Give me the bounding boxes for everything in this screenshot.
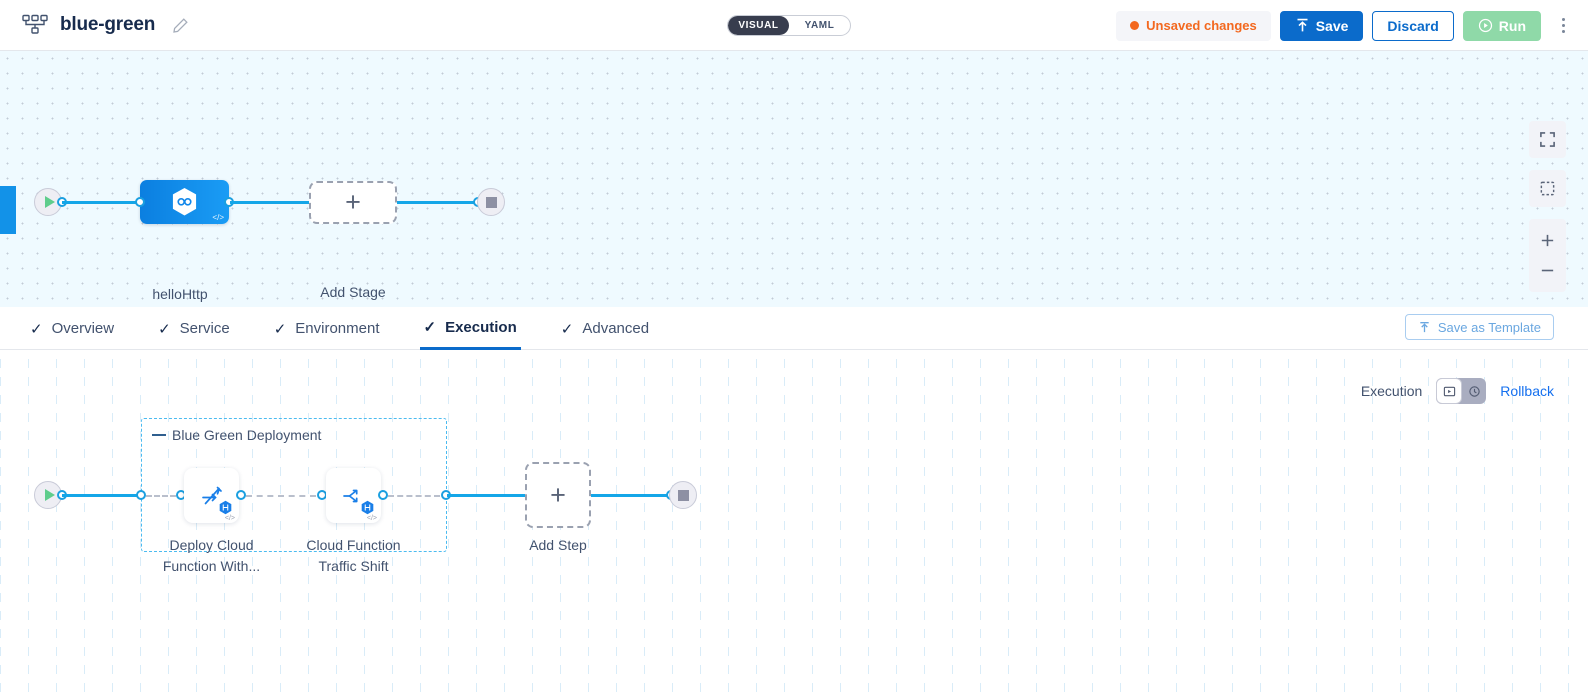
status-badge-unsaved: Unsaved changes xyxy=(1116,10,1271,41)
execution-label: Execution xyxy=(1360,383,1423,399)
canvas-left-edge-marker xyxy=(0,186,16,234)
step-group-label: Blue Green Deployment xyxy=(152,427,321,443)
step-group-blue-green[interactable] xyxy=(141,418,447,552)
upload-icon xyxy=(1297,18,1308,32)
tab-overview[interactable]: ✓ Overview xyxy=(26,307,118,350)
step-group-label-text: Blue Green Deployment xyxy=(172,427,322,443)
stage-canvas[interactable]: </> helloHttp + Add Stage xyxy=(0,51,1588,307)
tab-service-label: Service xyxy=(179,320,230,337)
execution-view-controls: Execution Rollback xyxy=(1361,378,1554,404)
rollback-view-icon[interactable] xyxy=(1462,378,1486,404)
edge-step1-to-step2 xyxy=(246,495,316,497)
template-upload-icon xyxy=(1420,321,1429,332)
stage-end-node[interactable] xyxy=(477,188,505,216)
edge-start-to-group xyxy=(62,494,142,497)
play-circle-icon xyxy=(1478,18,1492,33)
add-step-label: Add Step xyxy=(529,537,587,553)
rollback-link[interactable]: Rollback xyxy=(1500,383,1554,399)
step2-out-port[interactable] xyxy=(378,490,388,500)
canvas-controls xyxy=(1529,121,1566,304)
stop-square-icon xyxy=(485,196,497,208)
stage-node-in-port[interactable] xyxy=(135,197,145,207)
check-icon: ✓ xyxy=(30,320,43,338)
tab-environment[interactable]: ✓ Environment xyxy=(270,307,384,350)
step-node-traffic-shift[interactable]: </> xyxy=(326,468,381,523)
unsaved-dot-icon xyxy=(1130,21,1140,30)
play-triangle-icon xyxy=(44,489,55,501)
group-in-port[interactable] xyxy=(136,490,146,500)
step-node-deploy-cloud-function[interactable]: </> xyxy=(184,468,239,523)
plus-icon: + xyxy=(345,187,361,217)
stage-node-label: helloHttp xyxy=(152,286,208,302)
discard-button-label: Discard xyxy=(1387,17,1439,34)
toggle-option-yaml[interactable]: YAML xyxy=(804,20,835,31)
fit-to-screen-icon[interactable] xyxy=(1529,170,1566,207)
tab-overview-label: Overview xyxy=(51,320,115,337)
step1-out-port[interactable] xyxy=(236,490,246,500)
hexagon-link-icon xyxy=(172,188,197,216)
edge-start-to-stage xyxy=(62,201,144,204)
deploy-function-icon xyxy=(201,486,222,504)
edge-addstage-to-end xyxy=(397,201,480,204)
pencil-icon[interactable] xyxy=(172,17,189,34)
add-stage-label: Add Stage xyxy=(320,284,386,300)
save-button-label: Save xyxy=(1315,17,1349,34)
tab-service[interactable]: ✓ Service xyxy=(154,307,234,350)
step-node-label-1: Deploy Cloud Function With... xyxy=(162,537,261,574)
execution-canvas[interactable]: Execution Rollback xyxy=(0,350,1588,699)
section-tab-bar: ✓ Overview ✓ Service ✓ Environment ✓ Exe… xyxy=(0,307,1588,350)
zoom-controls[interactable] xyxy=(1529,219,1566,292)
check-icon: ✓ xyxy=(273,320,287,338)
stop-square-icon xyxy=(677,489,689,501)
zoom-in-icon xyxy=(1541,234,1554,246)
edge-group-to-addstep xyxy=(447,494,526,497)
edge-step2-to-groupout xyxy=(388,495,440,497)
page-title: blue-green xyxy=(60,14,156,35)
toggle-option-visual[interactable]: VISUAL xyxy=(728,16,789,35)
header-left-group: blue-green xyxy=(0,14,189,36)
discard-button[interactable]: Discard xyxy=(1372,10,1454,41)
step-type-tag: </> xyxy=(224,515,235,522)
step-node-label-2: Cloud Function Traffic Shift xyxy=(306,537,401,574)
traffic-shift-icon xyxy=(342,489,358,502)
run-button-label: Run xyxy=(1498,17,1526,34)
tab-advanced[interactable]: ✓ Advanced xyxy=(557,307,653,350)
group-collapse-dash-icon[interactable] xyxy=(152,433,166,437)
stage-node-hellohttp[interactable]: </> xyxy=(140,180,229,224)
edge-group-to-step1 xyxy=(146,495,176,497)
save-as-template-label: Save as Template xyxy=(1437,319,1541,335)
check-icon: ✓ xyxy=(423,319,437,336)
check-icon: ✓ xyxy=(560,320,574,338)
fullscreen-icon[interactable] xyxy=(1529,121,1566,158)
pipeline-nodes-icon xyxy=(22,14,48,36)
zoom-out-icon xyxy=(1541,269,1554,272)
add-stage-button[interactable]: + xyxy=(309,181,397,224)
save-as-template-button[interactable]: Save as Template xyxy=(1404,314,1554,340)
plus-icon: + xyxy=(550,479,566,510)
execution-view-icon[interactable] xyxy=(1436,378,1463,404)
tab-execution-label: Execution xyxy=(445,318,517,336)
run-button[interactable]: Run xyxy=(1462,10,1541,41)
play-triangle-icon xyxy=(44,196,55,208)
check-icon: ✓ xyxy=(158,320,171,338)
save-button[interactable]: Save xyxy=(1279,10,1364,41)
add-step-button[interactable]: + xyxy=(525,462,591,528)
app-header: blue-green VISUAL YAML Unsaved changes S… xyxy=(0,0,1588,51)
view-mode-toggle[interactable]: VISUAL YAML xyxy=(727,15,851,36)
tab-environment-label: Environment xyxy=(295,320,380,337)
harness-badge xyxy=(361,500,374,515)
edge-addstep-to-end xyxy=(591,494,673,497)
execution-end-node[interactable] xyxy=(669,481,697,509)
tab-execution[interactable]: ✓ Execution xyxy=(419,307,521,350)
header-actions: Unsaved changes Save Discard Run xyxy=(1116,0,1574,51)
edge-stage-to-addstage xyxy=(230,201,310,204)
harness-badge xyxy=(219,500,232,515)
tab-list: ✓ Overview ✓ Service ✓ Environment ✓ Exe… xyxy=(26,307,653,350)
stage-type-tag: </> xyxy=(212,213,224,222)
step-type-tag: </> xyxy=(366,515,377,522)
execution-rollback-toggle[interactable] xyxy=(1436,378,1487,404)
tab-advanced-label: Advanced xyxy=(582,320,650,337)
unsaved-label: Unsaved changes xyxy=(1146,18,1257,33)
kebab-menu-icon[interactable] xyxy=(1552,11,1574,41)
